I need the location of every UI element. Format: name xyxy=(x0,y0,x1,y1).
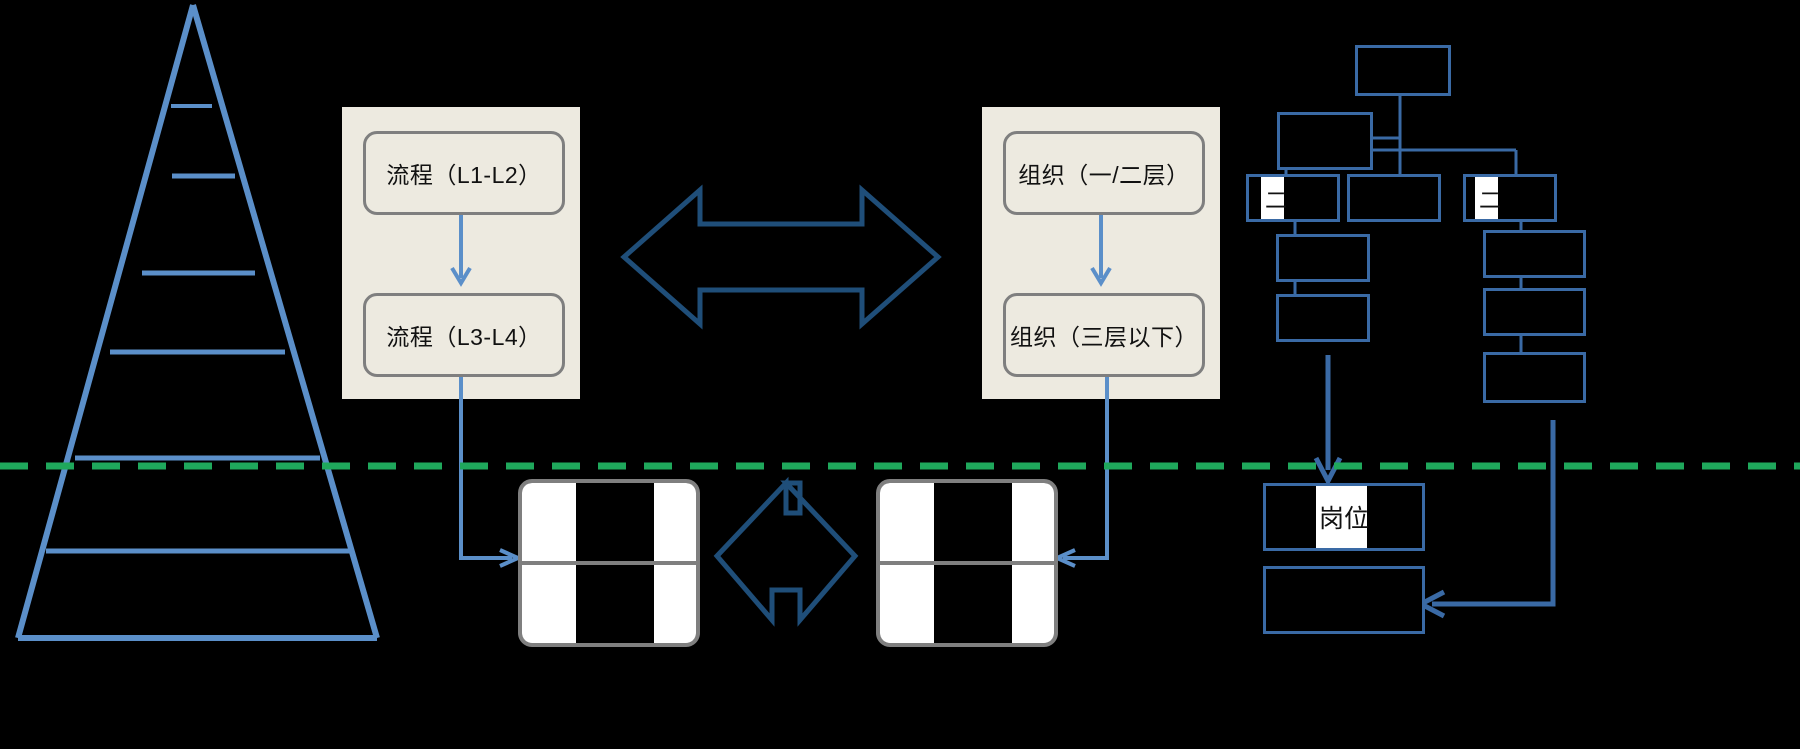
org-box-level-3-below-label: 组织（三层以下） xyxy=(1010,324,1198,350)
tree-node-dept-3-label: 二 xyxy=(1479,188,1502,213)
horizontal-double-arrow xyxy=(620,184,942,330)
card-divider xyxy=(522,561,696,565)
org-box-level-3-below[interactable]: 组织（三层以下） xyxy=(1003,293,1205,377)
vertical-double-arrow xyxy=(713,476,859,627)
pyramid-right-edge xyxy=(190,4,380,639)
pyramid-left-edge xyxy=(15,4,196,639)
org-box-level-1-2[interactable]: 组织（一/二层） xyxy=(1003,131,1205,215)
tree-node-root[interactable] xyxy=(1355,45,1451,96)
tree-node-dept-1[interactable]: 二 xyxy=(1246,174,1340,222)
tree-node-sub-1-1[interactable] xyxy=(1276,234,1370,282)
position-box-lower[interactable] xyxy=(1263,566,1425,634)
position-box-label: 岗位 xyxy=(1318,505,1369,533)
process-internal-arrow xyxy=(450,208,472,287)
tree-node-dept-2[interactable] xyxy=(1347,174,1441,222)
process-box-l3-l4[interactable]: 流程（L3-L4） xyxy=(363,293,565,377)
tree-node-sub-3-1[interactable] xyxy=(1483,230,1586,278)
organization-internal-arrow xyxy=(1090,208,1112,287)
tree-to-lower-position-arrow xyxy=(1415,420,1556,619)
position-box-highlight xyxy=(1315,486,1368,548)
process-box-l1-l2[interactable]: 流程（L1-L2） xyxy=(363,131,565,215)
activity-card-right[interactable] xyxy=(876,479,1058,647)
tree-node-dept-1-label: 二 xyxy=(1265,188,1288,213)
tree-node-staff-left[interactable] xyxy=(1277,112,1373,170)
tree-to-position-arrow xyxy=(1313,355,1343,487)
org-box-level-1-2-label: 组织（一/二层） xyxy=(1018,162,1190,188)
process-box-l1-l2-label: 流程（L1-L2） xyxy=(386,162,542,188)
card-divider xyxy=(880,561,1054,565)
layered-pyramid xyxy=(15,4,380,641)
process-box-l3-l4-label: 流程（L3-L4） xyxy=(386,324,542,350)
tree-node-sub-1-2[interactable] xyxy=(1276,294,1370,342)
position-box[interactable]: 岗位 xyxy=(1263,483,1425,551)
tree-node-dept-3[interactable]: 二 xyxy=(1463,174,1557,222)
tree-node-sub-3-2[interactable] xyxy=(1483,288,1586,336)
tree-node-sub-3-3[interactable] xyxy=(1483,352,1586,403)
activity-card-left[interactable] xyxy=(518,479,700,647)
tree-node-dept-3-highlight xyxy=(1474,177,1498,219)
tree-node-dept-1-highlight xyxy=(1261,177,1285,219)
